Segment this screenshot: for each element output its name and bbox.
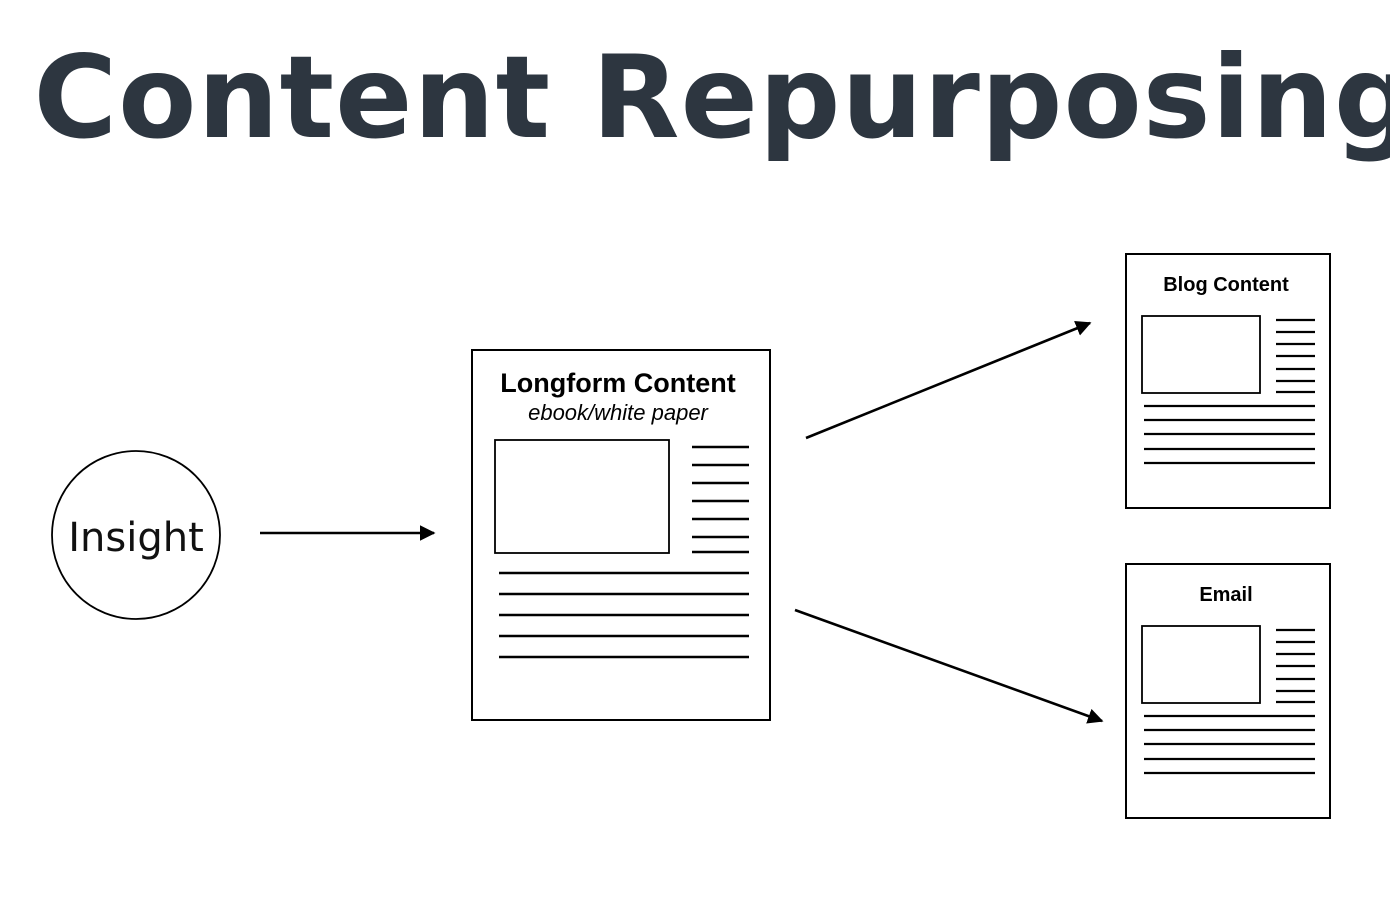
blog-body-text-lines (1144, 404, 1315, 465)
insight-circle (51, 450, 221, 620)
blog-image-placeholder (1141, 315, 1261, 394)
email-document: Email (1125, 563, 1331, 819)
longform-document: Longform Content ebook/white paper (471, 349, 771, 721)
email-title: Email (1199, 584, 1252, 606)
longform-title: Longform Content (500, 368, 735, 398)
email-side-text-lines (1276, 628, 1315, 704)
arrow-longform-to-email (794, 608, 1104, 724)
longform-side-text-lines (692, 445, 749, 554)
blog-side-text-lines (1276, 318, 1315, 394)
arrow-longform-to-blog (805, 321, 1092, 440)
email-image-placeholder (1141, 625, 1261, 704)
page-title: Content Repurposing (33, 31, 1390, 164)
insight-node: Insight (51, 450, 221, 620)
email-body-text-lines (1144, 714, 1315, 775)
longform-subtitle: ebook/white paper (528, 400, 709, 425)
blog-document: Blog Content (1125, 253, 1331, 509)
insight-label: Insight (68, 515, 204, 561)
longform-body-text-lines (499, 571, 749, 659)
longform-image-placeholder (494, 439, 670, 554)
blog-title: Blog Content (1163, 274, 1289, 296)
